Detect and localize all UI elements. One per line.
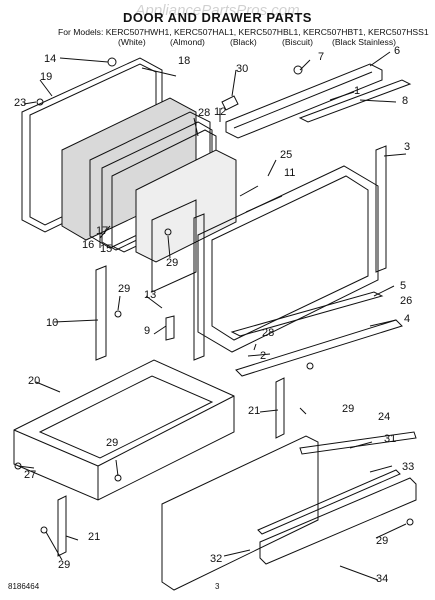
callout-number: 20 <box>28 375 40 387</box>
callout-number: 3 <box>404 141 410 153</box>
callout-number: 12 <box>214 106 226 118</box>
callout-number: 18 <box>178 55 190 67</box>
callout-number: 29 <box>166 257 178 269</box>
callout-number: 33 <box>402 461 414 473</box>
callout-number: 9 <box>144 325 150 337</box>
callout-number: 29 <box>376 535 388 547</box>
callout-number: 28 <box>198 107 210 119</box>
callout-number: 6 <box>394 45 400 57</box>
callout-number: 21 <box>248 405 260 417</box>
callout-number: 8 <box>402 95 408 107</box>
callout-number: 23 <box>14 97 26 109</box>
callout-number: 32 <box>210 553 222 565</box>
callout-number: 29 <box>342 403 354 415</box>
watermark: AppliancePartsPros.com <box>135 2 300 19</box>
callout-number: 21 <box>88 531 100 543</box>
finish-label: (Black) <box>230 37 257 47</box>
callout-number: 13 <box>144 289 156 301</box>
callout-number: 26 <box>400 295 412 307</box>
callout-number: 29 <box>106 437 118 449</box>
callout-number: 19 <box>40 71 52 83</box>
finish-label: (Biscuit) <box>282 37 314 47</box>
callout-number: 30 <box>236 63 248 75</box>
callout-number: 27 <box>24 469 36 481</box>
callout-number: 15 <box>100 243 112 255</box>
callout-number: 4 <box>404 313 410 325</box>
callout-number: 16 <box>82 239 94 251</box>
callout-number: 11 <box>284 167 295 179</box>
callout-number: 28 <box>262 327 274 339</box>
part-number: 8186464 <box>8 582 40 591</box>
page-number: 3 <box>215 582 220 591</box>
callout-number: 25 <box>280 149 292 161</box>
finish-label: (White) <box>118 37 146 47</box>
callout-number: 14 <box>44 53 56 65</box>
callout-number: 1 <box>354 85 360 97</box>
callout-number: 17 <box>96 225 108 237</box>
finish-label: (Black Stainless) <box>332 37 396 47</box>
models-line: For Models: KERC507HWH1, KERC507HAL1, KE… <box>58 27 429 37</box>
callout-number: 31 <box>384 433 396 445</box>
page-title: DOOR AND DRAWER PARTS <box>123 10 312 25</box>
callout-number: 5 <box>400 280 406 292</box>
callout-number: 10 <box>46 317 58 329</box>
callout-number: 7 <box>318 51 324 63</box>
finish-label: (Almond) <box>170 37 205 47</box>
callout-number: 29 <box>58 559 70 571</box>
callout-number: 24 <box>378 411 390 423</box>
callout-number: 34 <box>376 573 388 585</box>
callout-number: 2 <box>260 350 266 362</box>
callout-number: 29 <box>118 283 130 295</box>
